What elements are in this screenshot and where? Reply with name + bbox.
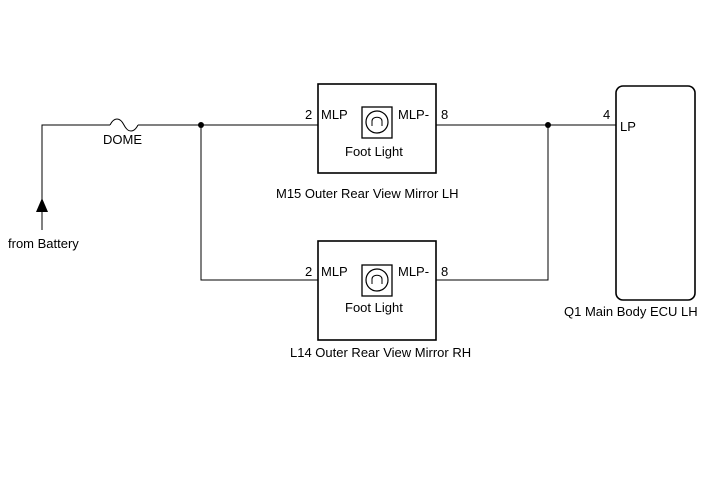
mirror-lh-caption: M15 Outer Rear View Mirror LH xyxy=(276,186,459,201)
fuse-icon xyxy=(109,118,139,132)
mirror-lh-pin-out-name: MLP- xyxy=(398,107,429,122)
wire-branch-to-rh xyxy=(200,125,318,281)
mirror-lh-component: 2 MLP MLP- 8 Foot Light M15 Outer Rear V… xyxy=(276,83,459,201)
mirror-lh-pin-in-number: 2 xyxy=(305,107,312,122)
filament-icon xyxy=(371,274,383,284)
mirror-rh-pin-out-name: MLP- xyxy=(398,264,429,279)
battery-wire xyxy=(41,124,110,230)
mirror-rh-pin-in-name: MLP xyxy=(321,264,348,279)
mirror-rh-lamp-label: Foot Light xyxy=(345,300,403,315)
junction-dot-right xyxy=(545,122,551,128)
wires xyxy=(138,122,616,281)
ecu-box xyxy=(615,85,696,301)
ecu-component: 4 LP Q1 Main Body ECU LH xyxy=(564,85,698,319)
mirror-rh-pin-out-number: 8 xyxy=(441,264,448,279)
bulb-icon xyxy=(365,268,389,292)
bulb-icon xyxy=(365,110,389,134)
fuse-label: DOME xyxy=(103,132,142,147)
mirror-rh-component: 2 MLP MLP- 8 Foot Light L14 Outer Rear V… xyxy=(290,240,471,360)
battery-feed: from Battery xyxy=(8,124,110,251)
mirror-lh-lamp-label: Foot Light xyxy=(345,144,403,159)
battery-arrow-icon xyxy=(36,198,48,212)
filament-icon xyxy=(371,116,383,126)
ecu-caption: Q1 Main Body ECU LH xyxy=(564,304,698,319)
mirror-lh-pin-out-number: 8 xyxy=(441,107,448,122)
mirror-rh-pin-in-number: 2 xyxy=(305,264,312,279)
dome-fuse: DOME xyxy=(103,118,142,147)
ecu-pin-name: LP xyxy=(620,119,636,134)
mirror-rh-caption: L14 Outer Rear View Mirror RH xyxy=(290,345,471,360)
wire-rh-to-junction xyxy=(436,125,549,281)
battery-label: from Battery xyxy=(8,236,79,251)
junction-dot-left xyxy=(198,122,204,128)
mirror-lh-pin-in-name: MLP xyxy=(321,107,348,122)
ecu-pin-number: 4 xyxy=(603,107,610,122)
